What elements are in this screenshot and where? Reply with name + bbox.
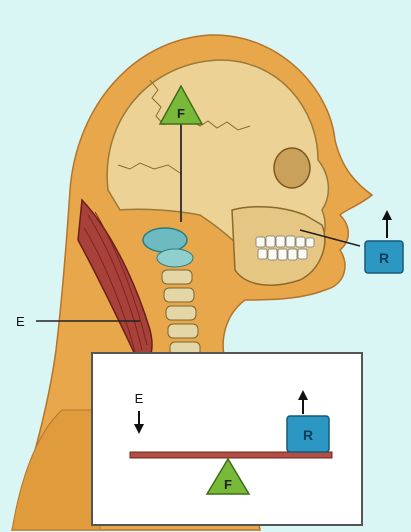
resistance-marker: R	[365, 210, 403, 273]
arrow-up-head-icon	[382, 210, 392, 220]
eye-socket	[274, 148, 310, 188]
inset-fulcrum-label: F	[224, 477, 232, 492]
inset-effort-label: E	[135, 391, 144, 406]
fulcrum-label: F	[177, 106, 185, 121]
atlas-vertebra	[143, 228, 187, 252]
lever-inset: E R F	[92, 353, 362, 525]
effort-label: E	[16, 314, 25, 329]
inset-resistance-label: R	[303, 427, 313, 443]
resistance-label: R	[379, 250, 389, 266]
lever-bar	[130, 452, 332, 458]
shoulder	[12, 410, 100, 530]
axis-vertebra	[157, 249, 193, 267]
